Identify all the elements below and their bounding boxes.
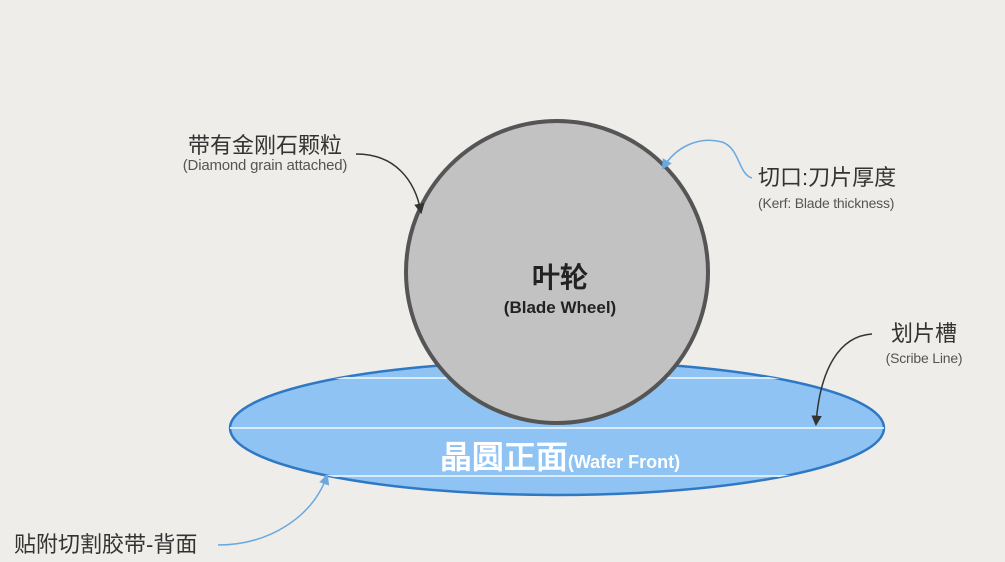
kerf-label-en: (Kerf: Blade thickness) (758, 195, 895, 212)
blade-wheel-label-zh: 叶轮 (531, 262, 588, 293)
diamond-grain-label-zh: 带有金刚石颗粒 (187, 133, 342, 158)
dicing-tape-label-zh: 贴附切割胶带-背面 (14, 532, 198, 557)
kerf-callout: 切口:刀片厚度 (Kerf: Blade thickness) (758, 165, 897, 212)
wafer-front-label-en: (Wafer Front) (567, 452, 681, 472)
tape-leader-arrow (217, 474, 330, 546)
blade-wheel (404, 119, 710, 425)
scribe-line-label-zh: 划片槽 (890, 321, 957, 346)
wafer-front-label-zh: 晶圆正面 (439, 439, 568, 475)
scribe-line-callout: 划片槽 (Scribe Line) (872, 321, 976, 367)
kerf-leader-arrow (661, 139, 753, 179)
blade-wheel-label-en: (Blade Wheel) (503, 298, 617, 317)
wafer-front-label: 晶圆正面(Wafer Front) (330, 432, 790, 478)
dicing-tape-callout: 贴附切割胶带-背面 (14, 532, 198, 557)
blade-wheel-label: 叶轮 (Blade Wheel) (460, 256, 660, 318)
diamond-grain-label-en: (Diamond grain attached) (182, 157, 348, 175)
kerf-label-zh: 切口:刀片厚度 (758, 165, 897, 190)
scribe-line-label-en: (Scribe Line) (885, 350, 963, 367)
diamond-leader-arrow (355, 153, 425, 215)
diamond-grain-callout: 带有金刚石颗粒 (Diamond grain attached) (160, 133, 370, 175)
scribe-leader-arrow (811, 333, 873, 427)
